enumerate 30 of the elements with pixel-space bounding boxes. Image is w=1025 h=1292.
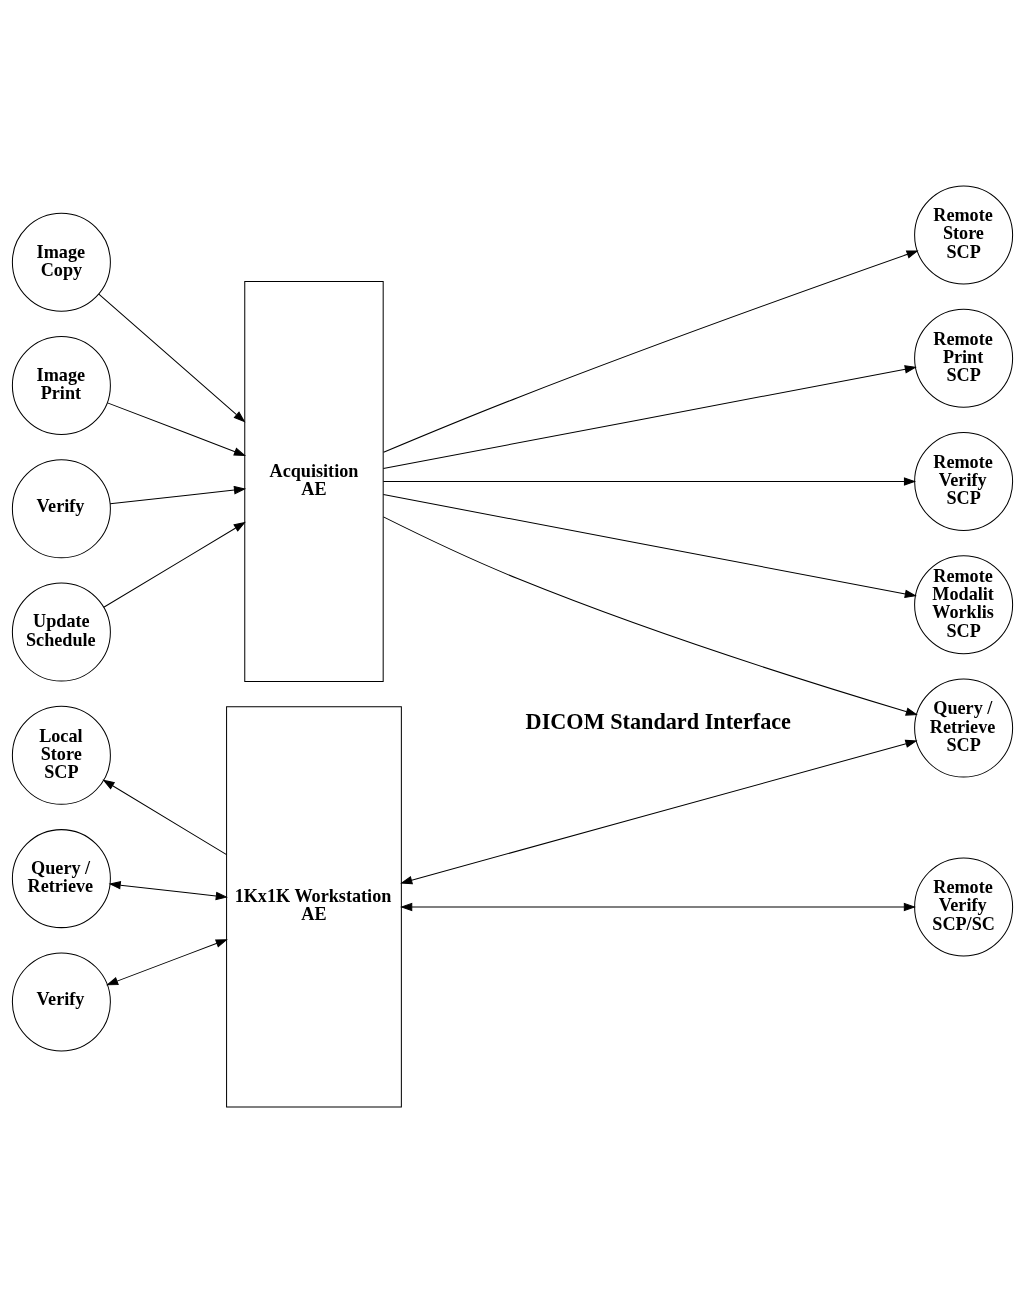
node-circle: Remote Verify SCP/SC — [914, 856, 1014, 956]
node-circle: Verify — [11, 951, 111, 1051]
arrow — [108, 880, 228, 900]
arrow — [106, 938, 228, 985]
node-circle: Remote Verify SCP — [914, 431, 1014, 531]
node-box: 1Kx1K Workstation AE — [226, 705, 402, 1107]
arrow — [382, 364, 917, 469]
arrow — [98, 293, 246, 422]
arrow — [103, 521, 246, 608]
node-circle: Query / Retrieve SCP — [914, 678, 1014, 778]
arrow — [106, 401, 247, 456]
node-circle: Remote Modalit Worklis SCP — [914, 554, 1014, 654]
arrow — [109, 485, 247, 504]
node-box: Acquisition AE — [244, 280, 384, 682]
arrow — [382, 476, 917, 486]
node-circle: Query / Retrieve — [11, 828, 111, 928]
arrow — [382, 493, 917, 598]
arrow — [383, 249, 919, 453]
node-circle: Image Print — [11, 335, 111, 435]
label: DICOM Standard Interface — [525, 708, 792, 734]
node-circle: Remote Print SCP — [914, 308, 1014, 408]
arrow — [400, 739, 918, 884]
node-circle: Image Copy — [11, 212, 111, 312]
arrow — [382, 515, 918, 716]
node-circle: Local Store SCP — [11, 705, 111, 805]
arrow — [102, 779, 228, 855]
node-circle: Update Schedule — [11, 582, 111, 682]
node-circle: Verify — [11, 458, 111, 558]
node-circle: Remote Store SCP — [914, 185, 1014, 285]
arrow — [400, 902, 916, 911]
